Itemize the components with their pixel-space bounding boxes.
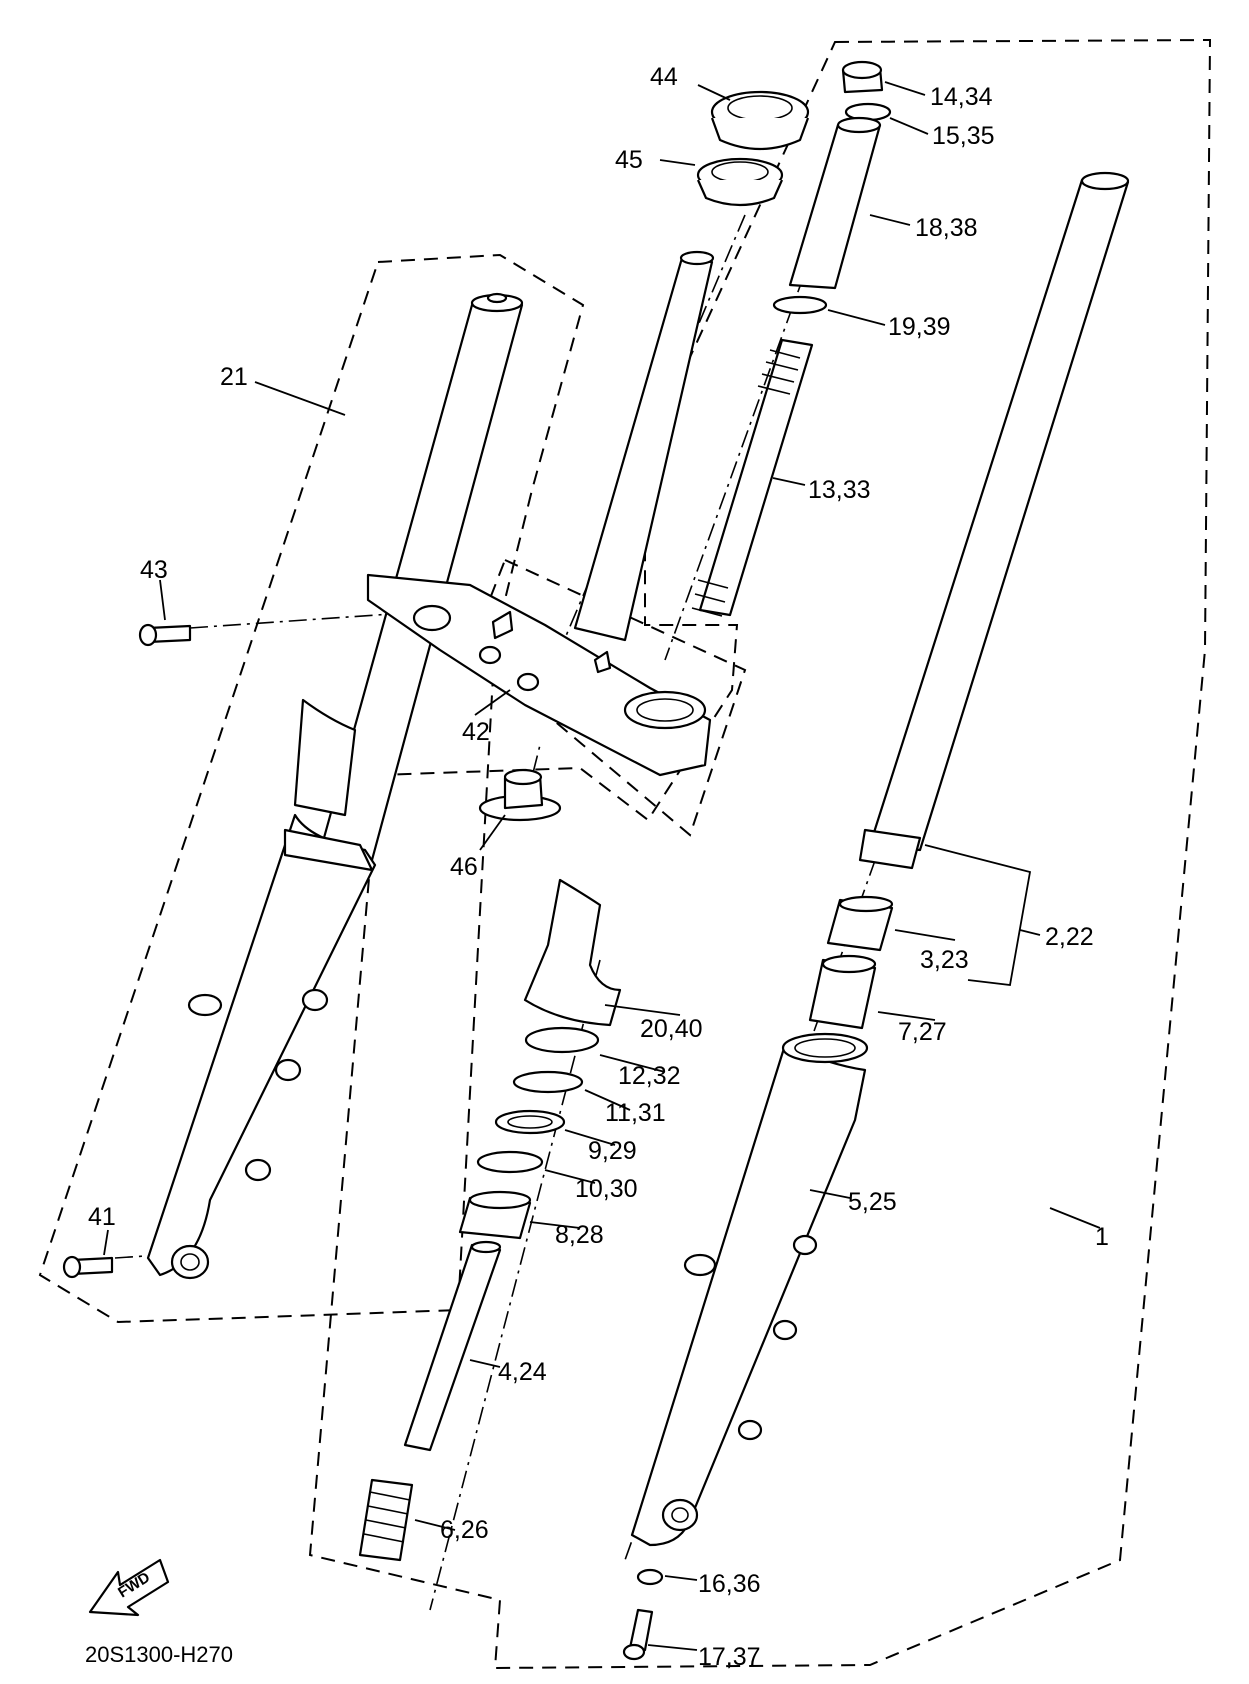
oil-seal-12-32: [524, 1026, 600, 1054]
spacer-18-38: [788, 116, 882, 290]
callout-5-25: 5,25: [848, 1188, 897, 1216]
callout-45: 45: [615, 146, 643, 174]
callout-10-30: 10,30: [575, 1175, 638, 1203]
cover-20-40: [523, 878, 622, 1027]
assembly-outline-1: [308, 38, 1212, 1670]
callout-19-39: 19,39: [888, 313, 951, 341]
rebound-spring-6-26: [358, 1478, 414, 1562]
bolt-41: [62, 1255, 114, 1279]
bushing-8-28: [458, 1190, 532, 1240]
callout-7-27: 7,27: [898, 1018, 947, 1046]
leader-lines: [103, 81, 1101, 1651]
callout-15-35: 15,35: [932, 122, 995, 150]
callout-46: 46: [450, 853, 478, 881]
callout-21: 21: [220, 363, 248, 391]
fwd-arrow-icon: FWD: [88, 1558, 170, 1617]
diagram-code: 20S1300-H270: [85, 1642, 233, 1667]
oil-seal-9-29: [494, 1109, 566, 1135]
callout-14-34: 14,34: [930, 83, 993, 111]
bearing-44: [710, 90, 810, 151]
bracket-2-22-stem: [1019, 929, 1041, 936]
callout-16-36: 16,36: [698, 1570, 761, 1598]
centerline-bolt-43: [189, 611, 421, 629]
washer-19-39: [772, 295, 828, 315]
bracket-2-22: [924, 844, 1032, 986]
bolt-43: [138, 623, 192, 647]
clip-11-31: [512, 1070, 584, 1094]
damper-rod-4-24: [403, 1240, 502, 1452]
steering-stem-under-bracket: [366, 250, 715, 777]
bushing-3-23: [826, 895, 894, 952]
callout-17-37: 17,37: [698, 1643, 761, 1671]
callout-1: 1: [1095, 1223, 1109, 1251]
cap-bolt-14-34: [841, 60, 884, 94]
assembly-outline-bracket: [468, 558, 747, 837]
centerline-lower-parts: [429, 959, 601, 1611]
bearing-45: [696, 157, 784, 207]
washer-10-30: [476, 1150, 544, 1174]
left-fork-assembly: [146, 292, 524, 1280]
bolt-17-37: [622, 1608, 654, 1661]
callout-43: 43: [140, 556, 168, 584]
right-fork-inner-tube-2-22: [858, 171, 1130, 870]
callout-41: 41: [88, 1203, 116, 1231]
assembly-outline-21: [38, 253, 585, 1324]
callout-4-24: 4,24: [498, 1358, 547, 1386]
callout-3-23: 3,23: [920, 946, 969, 974]
callout-8-28: 8,28: [555, 1221, 604, 1249]
callout-2-22: 2,22: [1045, 923, 1094, 951]
washer-16-36: [636, 1568, 664, 1586]
centerline-inner-parts: [664, 119, 861, 661]
callout-18-38: 18,38: [915, 214, 978, 242]
callout-6-26: 6,26: [440, 1516, 489, 1544]
stem-nut-46: [478, 768, 562, 822]
callout-20-40: 20,40: [640, 1015, 703, 1043]
fork-spring-13-33: [691, 338, 814, 617]
callout-44: 44: [650, 63, 678, 91]
callout-9-29: 9,29: [588, 1137, 637, 1165]
outer-tube-5-25: [630, 1032, 869, 1547]
bushing-7-27: [808, 954, 877, 1030]
callout-13-33: 13,33: [808, 476, 871, 504]
callout-11-31: 11,31: [605, 1099, 666, 1127]
callout-42: 42: [462, 718, 490, 746]
callout-12-32: 12,32: [618, 1062, 681, 1090]
